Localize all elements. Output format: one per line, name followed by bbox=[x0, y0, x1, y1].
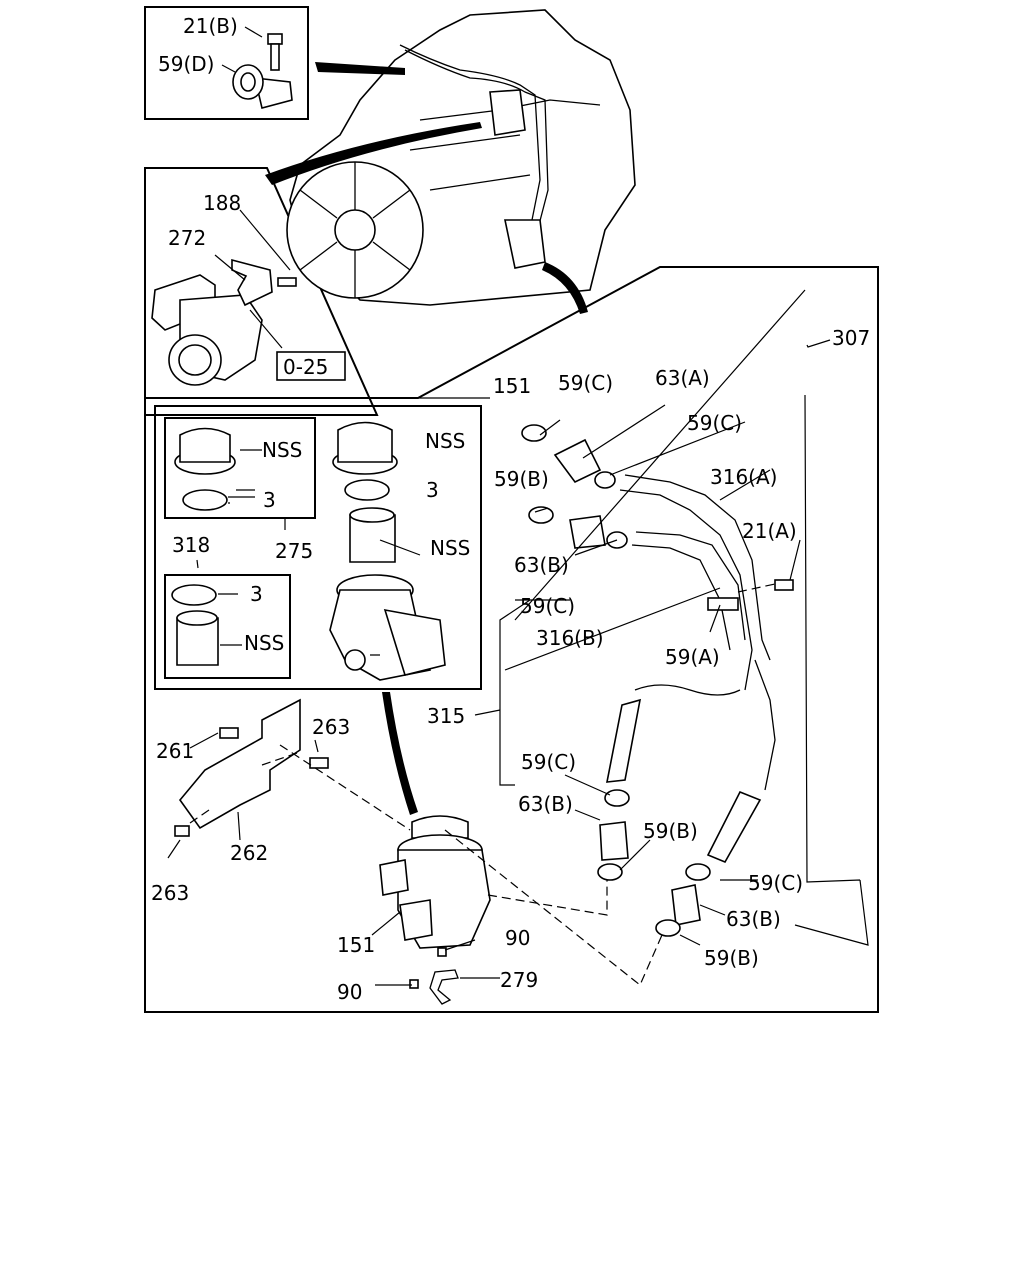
air-pump-kit-part bbox=[329, 574, 446, 681]
air-pump-part bbox=[379, 815, 491, 949]
label-59b-2: 59(B) bbox=[643, 819, 698, 843]
throttle-detail-frame bbox=[144, 167, 379, 416]
label-151-bottom: 151 bbox=[337, 933, 375, 957]
label-59a: 59(A) bbox=[665, 645, 720, 669]
pointer-arrow-1 bbox=[315, 62, 405, 75]
hoses-parts bbox=[521, 424, 794, 937]
label-316a: 316(A) bbox=[710, 465, 777, 489]
label-3-2: 3 bbox=[426, 478, 439, 502]
label-3-3: 3 bbox=[250, 582, 263, 606]
kit-frame bbox=[154, 405, 482, 690]
dash-line-1 bbox=[279, 744, 411, 831]
label-59c-3: 59(C) bbox=[520, 594, 575, 618]
label-59c-1: 59(C) bbox=[558, 371, 613, 395]
label-263-2: 263 bbox=[151, 881, 189, 905]
label-318: 318 bbox=[172, 533, 210, 557]
dash-line-5 bbox=[487, 880, 608, 916]
label-307: 307 bbox=[832, 326, 870, 350]
pointer-arrow-4 bbox=[382, 692, 418, 815]
bracket-detail-frame bbox=[144, 6, 309, 120]
kit-275-parts bbox=[171, 421, 398, 666]
label-3-1: 3 bbox=[263, 488, 276, 512]
label-0-25: 0-25 bbox=[283, 355, 328, 379]
label-90-1: 90 bbox=[505, 926, 530, 950]
label-63a: 63(A) bbox=[655, 366, 710, 390]
label-63b-2: 63(B) bbox=[518, 792, 573, 816]
label-261: 261 bbox=[156, 739, 194, 763]
label-263-1: 263 bbox=[312, 715, 350, 739]
label-nss-4: NSS bbox=[244, 631, 284, 655]
label-59c-5: 59(C) bbox=[748, 871, 803, 895]
engine-illustration bbox=[286, 9, 636, 306]
label-nss-3: NSS bbox=[430, 536, 470, 560]
label-315: 315 bbox=[427, 704, 465, 728]
dash-line-2 bbox=[261, 751, 301, 766]
label-90-2: 90 bbox=[337, 980, 362, 1004]
label-63b-1: 63(B) bbox=[514, 553, 569, 577]
label-59b-1: 59(B) bbox=[494, 467, 549, 491]
label-nss-2: NSS bbox=[425, 429, 465, 453]
label-151-top: 151 bbox=[493, 374, 531, 398]
label-59c-2: 59(C) bbox=[687, 411, 742, 435]
pointer-arrow-3 bbox=[542, 262, 588, 314]
kit-318-frame bbox=[164, 574, 291, 679]
throttle-body-part bbox=[151, 258, 297, 386]
label-59c-4: 59(C) bbox=[521, 750, 576, 774]
hose-279-part bbox=[429, 969, 459, 1005]
label-188: 188 bbox=[203, 191, 241, 215]
kit-275-frame bbox=[164, 417, 316, 519]
label-275: 275 bbox=[275, 539, 313, 563]
ref-box-0-25 bbox=[276, 351, 346, 381]
label-59d: 59(D) bbox=[158, 52, 214, 76]
label-262: 262 bbox=[230, 841, 268, 865]
label-21b: 21(B) bbox=[183, 14, 238, 38]
label-nss-1: NSS bbox=[262, 438, 302, 462]
pointer-arrow-2 bbox=[265, 122, 482, 185]
clip-90-part-a bbox=[437, 947, 447, 957]
dash-line-3 bbox=[189, 807, 213, 824]
label-59b-3: 59(B) bbox=[704, 946, 759, 970]
label-272: 272 bbox=[168, 226, 206, 250]
clip-90-part-b bbox=[409, 979, 419, 989]
dash-line-4 bbox=[444, 829, 663, 986]
bracket-262-part bbox=[174, 698, 329, 837]
label-279: 279 bbox=[500, 968, 538, 992]
label-63b-3: 63(B) bbox=[726, 907, 781, 931]
label-316b: 316(B) bbox=[536, 626, 604, 650]
bracket-part bbox=[232, 33, 293, 109]
dash-line-6 bbox=[737, 583, 776, 593]
label-21a: 21(A) bbox=[742, 519, 797, 543]
